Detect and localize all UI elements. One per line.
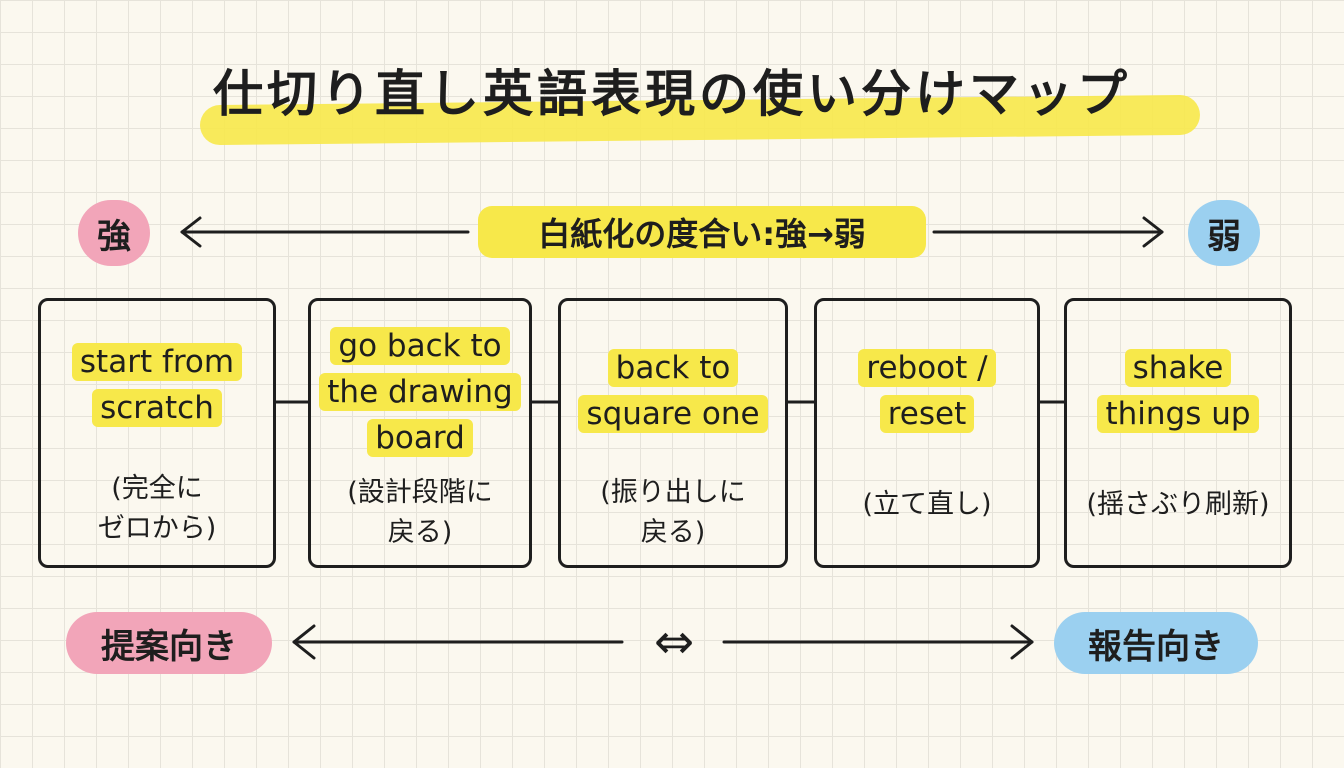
usage-arrow-right-head	[1010, 624, 1034, 660]
scale-axis-label: 白紙化の度合い:強→弱	[478, 206, 926, 258]
proposal-label: 提案向き	[66, 612, 272, 674]
card-japanese-gloss: (完全に ゼロから)	[41, 469, 273, 549]
en-line: start from	[71, 343, 243, 381]
en-line: back to	[607, 349, 739, 387]
card-shake-things-up: shake things up (揺さぶり刷新)	[1064, 298, 1292, 568]
card-english-phrase: shake things up	[1067, 345, 1289, 437]
card-japanese-gloss: (設計段階に 戻る)	[311, 473, 529, 553]
en-line: reboot /	[858, 349, 996, 387]
ja-line: (振り出しに	[600, 477, 746, 508]
double-arrow-icon: ⇔	[653, 614, 695, 670]
en-line: scratch	[92, 389, 222, 427]
en-line: reset	[879, 395, 975, 433]
card-back-to-square-one: back to square one (振り出しに 戻る)	[558, 298, 788, 568]
report-label: 報告向き	[1054, 612, 1258, 674]
ja-line: (設計段階に	[347, 477, 493, 508]
en-line: the drawing	[319, 373, 521, 411]
card-start-from-scratch: start from scratch (完全に ゼロから)	[38, 298, 276, 568]
en-line: things up	[1097, 395, 1259, 433]
en-line: shake	[1124, 349, 1232, 387]
scale-arrow-left-head	[180, 216, 202, 248]
ja-line: 戻る)	[640, 517, 706, 548]
ja-line: (立て直し)	[862, 489, 992, 520]
ja-line: (完全に	[111, 473, 203, 504]
card-reboot-reset: reboot / reset (立て直し)	[814, 298, 1040, 568]
card-english-phrase: start from scratch	[41, 339, 273, 431]
card-go-back-to-the-drawing-board: go back to the drawing board (設計段階に 戻る)	[308, 298, 532, 568]
ja-line: (揺さぶり刷新)	[1086, 489, 1270, 520]
usage-arrow-left-head	[292, 624, 316, 660]
card-english-phrase: reboot / reset	[817, 345, 1037, 437]
weak-badge: 弱	[1188, 200, 1260, 266]
scale-arrow-right-head	[1142, 216, 1164, 248]
card-english-phrase: back to square one	[561, 345, 785, 437]
en-line: board	[367, 419, 473, 457]
ja-line: ゼロから)	[97, 513, 217, 544]
en-line: go back to	[330, 327, 510, 365]
card-japanese-gloss: (揺さぶり刷新)	[1067, 485, 1289, 525]
page-title: 仕切り直し英語表現の使い分けマップ	[213, 65, 1131, 123]
card-japanese-gloss: (振り出しに 戻る)	[561, 473, 785, 553]
ja-line: 戻る)	[387, 517, 453, 548]
strong-badge: 強	[78, 200, 150, 266]
card-english-phrase: go back to the drawing board	[311, 323, 529, 461]
en-line: square one	[578, 395, 768, 433]
card-japanese-gloss: (立て直し)	[817, 485, 1037, 525]
